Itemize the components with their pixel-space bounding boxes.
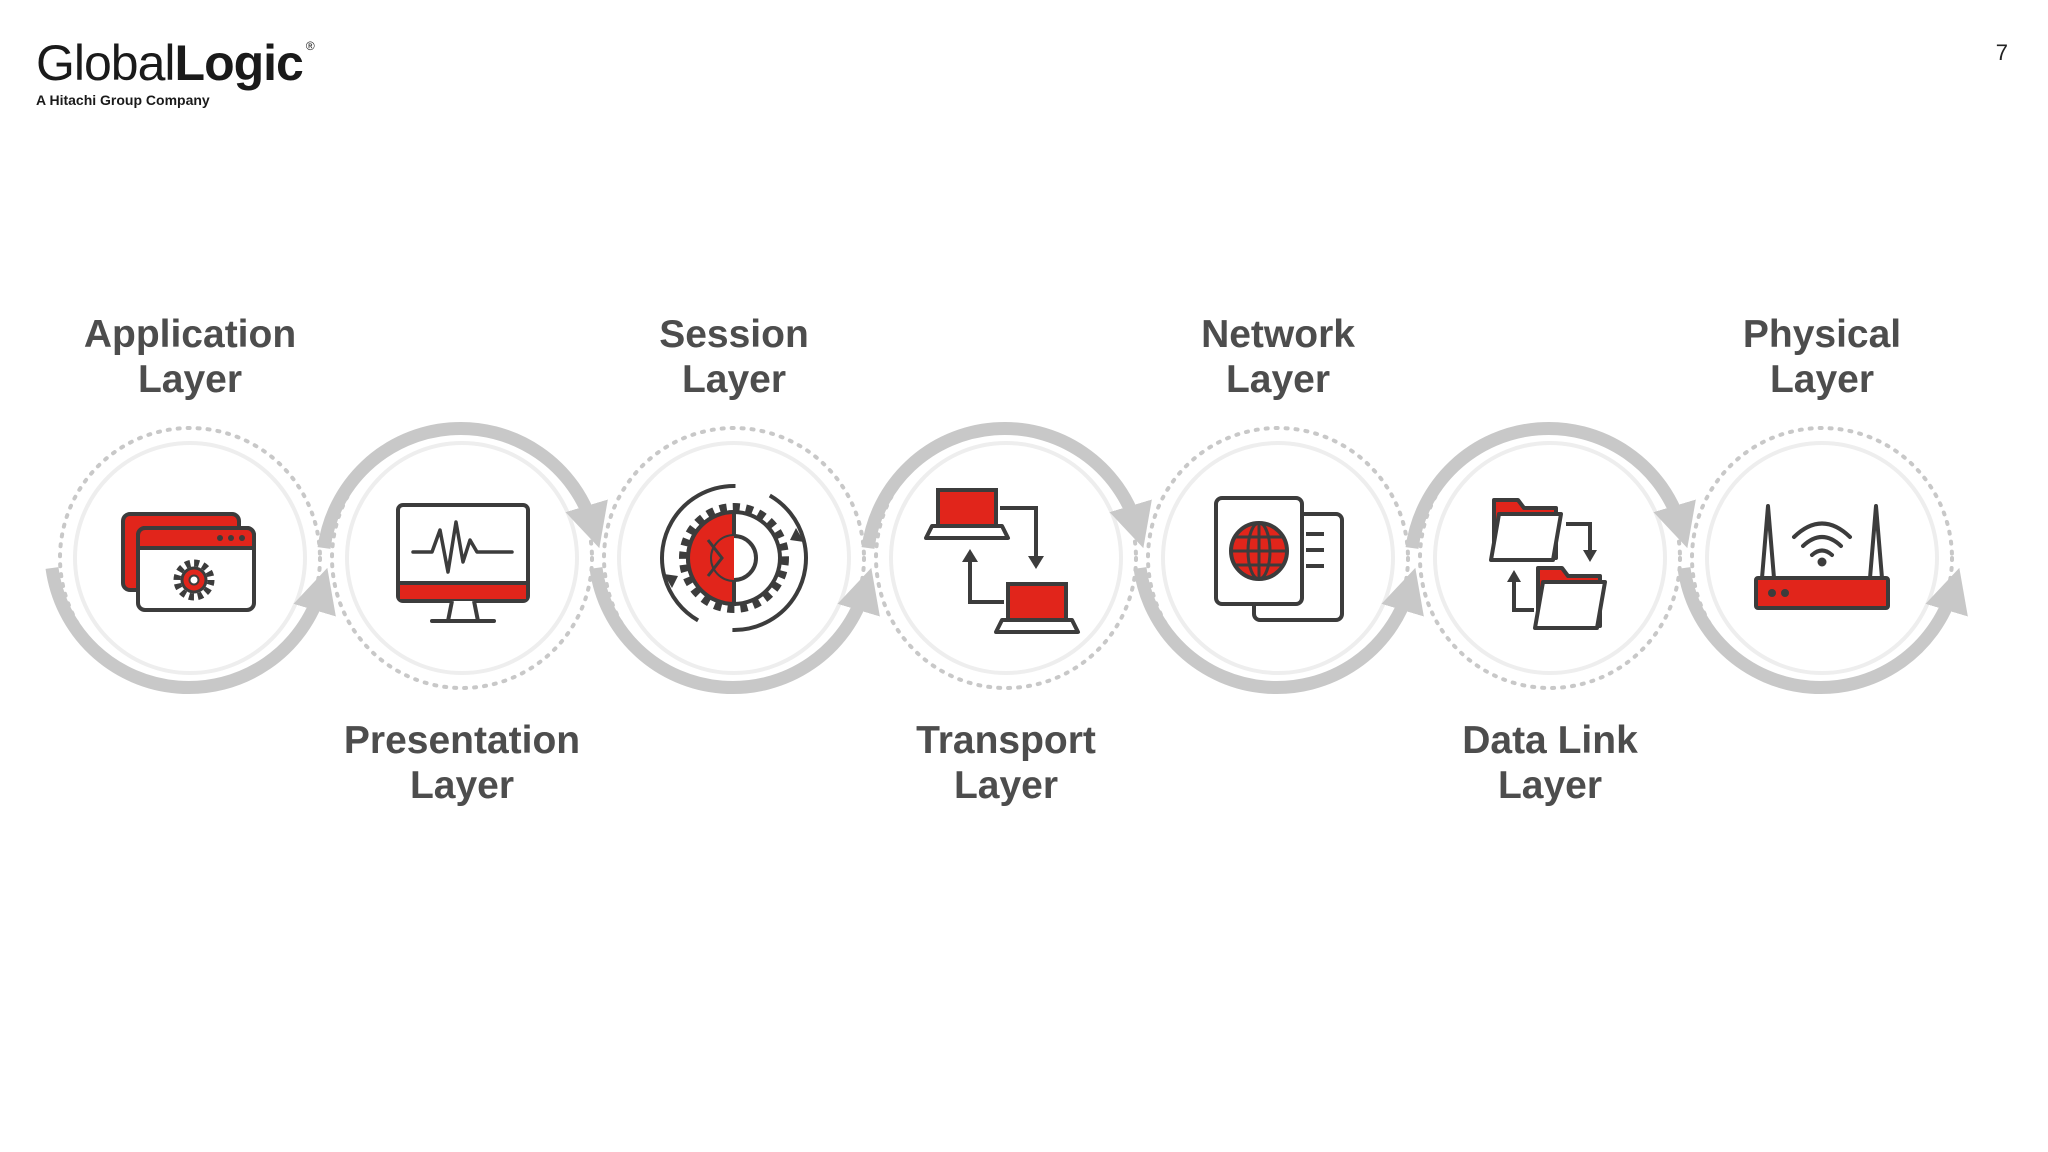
label-line2: Layer [953,764,1059,807]
app-window-gear-icon [121,512,256,612]
laptops-transfer-icon [924,488,1080,634]
label-line1: Presentation [343,719,581,762]
layer-node-transport [861,422,1152,690]
monitor-heartbeat-icon [396,503,530,623]
label-line1: Physical [1742,313,1902,356]
label-line1: Data Link [1462,719,1638,762]
label-line2: Layer [1225,358,1331,401]
page-number: 7 [1995,40,2008,65]
logo-wordmark: GlobalLogic® [36,35,315,91]
gear-cycle-icon [660,484,808,632]
label-network-layer: Network Layer [1118,312,1438,402]
label-line2: Layer [137,358,243,401]
label-presentation-layer: Presentation Layer [302,718,622,808]
label-line2: Layer [409,764,515,807]
label-physical-layer: Physical Layer [1662,312,1982,402]
label-line2: Layer [1497,764,1603,807]
label-data-link-layer: Data Link Layer [1390,718,1710,808]
logo-tagline: A Hitachi Group Company [36,92,210,108]
layer-node-physical [1677,426,1968,694]
label-line2: Layer [1769,358,1875,401]
label-line1: Transport [916,719,1096,762]
label-line1: Application [83,313,297,356]
label-session-layer: Session Layer [574,312,894,402]
logo-brand-bold: Logic [174,35,304,91]
registered-mark: ® [305,39,315,53]
globe-document-icon [1214,496,1344,622]
label-line1: Session [659,313,809,356]
folders-transfer-icon [1489,498,1607,630]
logo-brand-light: Global [36,35,176,91]
company-logo: GlobalLogic® A Hitachi Group Company [36,35,315,108]
label-line2: Layer [681,358,787,401]
label-transport-layer: Transport Layer [846,718,1166,808]
label-application-layer: Application Layer [30,312,350,402]
label-line1: Network [1201,313,1355,356]
wifi-router-icon [1754,504,1890,610]
